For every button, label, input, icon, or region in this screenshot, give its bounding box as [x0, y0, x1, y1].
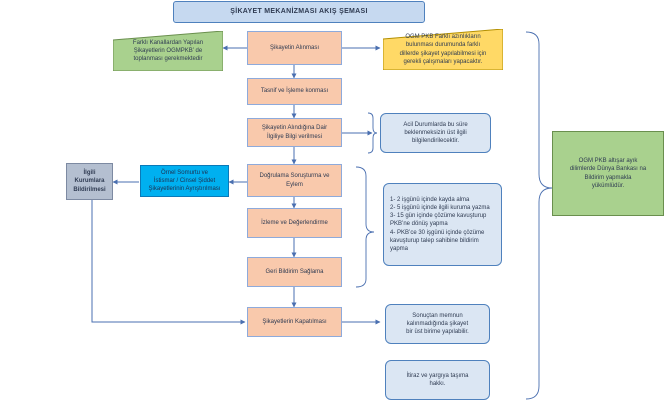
step-monitor-evaluate: İzleme ve Değerlendirme: [247, 208, 342, 238]
sea-sh-separation-box: Örnel Somurtu ve İstismar / Cinsel Şidde…: [140, 165, 229, 197]
timeline-note: 1- 2 işgünü içinde kayda alma 2- 5 işgün…: [383, 183, 502, 266]
notify-institutions-box: İlgili Kurumlara Bildirilmesi: [66, 163, 113, 200]
world-bank-reporting-note: OGM PKB altışar ayık dilimlerde Dünya Ba…: [552, 131, 664, 216]
yellow-note-shape: [383, 29, 503, 70]
result-appeal-note: Sonuçtan memnun kalınmadığında şikayet b…: [385, 304, 490, 344]
yellow-note-text: OGM PKB Farklı azınlıkların bulunması du…: [399, 34, 487, 65]
step-investigate: Doğrulama Soruşturma ve Eylem: [247, 164, 342, 197]
page-title: ŞİKAYET MEKANİZMASI AKIŞ ŞEMASI: [173, 1, 425, 23]
yellow-language-note: OGM PKB Farklı azınlıkların bulunması du…: [383, 29, 503, 70]
legal-appeal-note: İtiraz ve yargıya taşıma hakkı.: [385, 360, 490, 400]
urgent-info-note: Acil Durumlarda bu süre beklenmeksizin ü…: [380, 113, 491, 153]
green-note-text: Farklı Kanallardan Yapılan Şikayetlerin …: [132, 39, 204, 63]
step-inform-receipt: Şikayetin Alındığına Dair İlgiliye Bilgi…: [247, 118, 342, 147]
step-close-complaints: Şikayetlerin Kapatılması: [247, 307, 342, 337]
step-feedback: Geri Bildirim Sağlama: [247, 257, 342, 287]
green-collection-note: Farklı Kanallardan Yapılan Şikayetlerin …: [113, 31, 223, 71]
green-note-shape: [113, 31, 223, 71]
step-receive-complaint: Şikayetin Alınması: [247, 31, 342, 65]
step-classify: Tasnif ve İşleme konması: [247, 78, 342, 105]
